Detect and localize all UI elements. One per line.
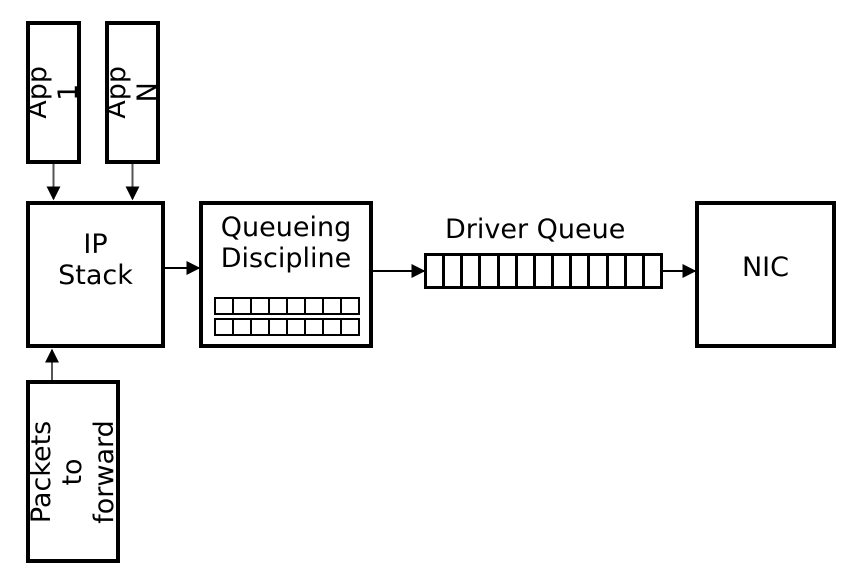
node-queueing-discipline: Queueing Discipline	[199, 201, 373, 348]
queue-cell	[608, 256, 627, 286]
node-nic: NIC	[695, 201, 836, 348]
queue-cell	[288, 320, 306, 334]
queue-cell	[463, 256, 482, 286]
queue-cell	[590, 256, 609, 286]
queue-cell	[324, 299, 342, 313]
queue-cell	[270, 299, 288, 313]
node-app-1-label: App 1	[22, 66, 85, 119]
queue-cell	[324, 320, 342, 334]
queue-cell	[252, 299, 270, 313]
queue-cell	[481, 256, 500, 286]
queue-cell	[445, 256, 464, 286]
queue-cell	[572, 256, 591, 286]
driver-queue-label: Driver Queue	[445, 214, 626, 245]
queue-cell	[644, 256, 661, 286]
node-queueing-discipline-label: Queueing Discipline	[220, 212, 352, 275]
queue-cell	[216, 299, 234, 313]
queue-cell	[535, 256, 555, 286]
queue-cell	[626, 256, 645, 286]
node-packets-to-forward-label-wrap: Packets to forward	[26, 384, 120, 559]
node-ip-stack: IP Stack	[26, 201, 165, 348]
queue-cell	[216, 320, 234, 334]
queue-cell	[342, 299, 358, 313]
qdisc-queue-row-2	[214, 318, 360, 336]
driver-queue-strip	[424, 253, 663, 289]
queue-cell	[306, 320, 324, 334]
queue-cell	[234, 320, 252, 334]
queue-cell	[234, 299, 252, 313]
queue-cell	[427, 256, 446, 286]
queue-cell	[499, 256, 518, 286]
queue-cell	[342, 320, 358, 334]
node-app-n: App N	[101, 21, 164, 164]
qdisc-queue-row-1	[214, 297, 360, 315]
queue-cell	[252, 320, 270, 334]
node-ip-stack-label: IP Stack	[58, 229, 133, 292]
node-packets-to-forward-label: Packets to forward	[26, 419, 120, 524]
queue-cell	[517, 256, 536, 286]
node-nic-label: NIC	[741, 252, 789, 283]
queue-cell	[554, 256, 573, 286]
queue-cell	[270, 320, 288, 334]
node-app-n-label: App N	[101, 66, 164, 119]
node-app-1: App 1	[22, 21, 85, 164]
queue-cell	[306, 299, 324, 313]
node-packets-to-forward: Packets to forward	[26, 380, 120, 563]
queue-cell	[288, 299, 306, 313]
node-app-1-label-wrap: App 1	[22, 25, 84, 160]
node-app-n-label-wrap: App N	[101, 25, 163, 160]
